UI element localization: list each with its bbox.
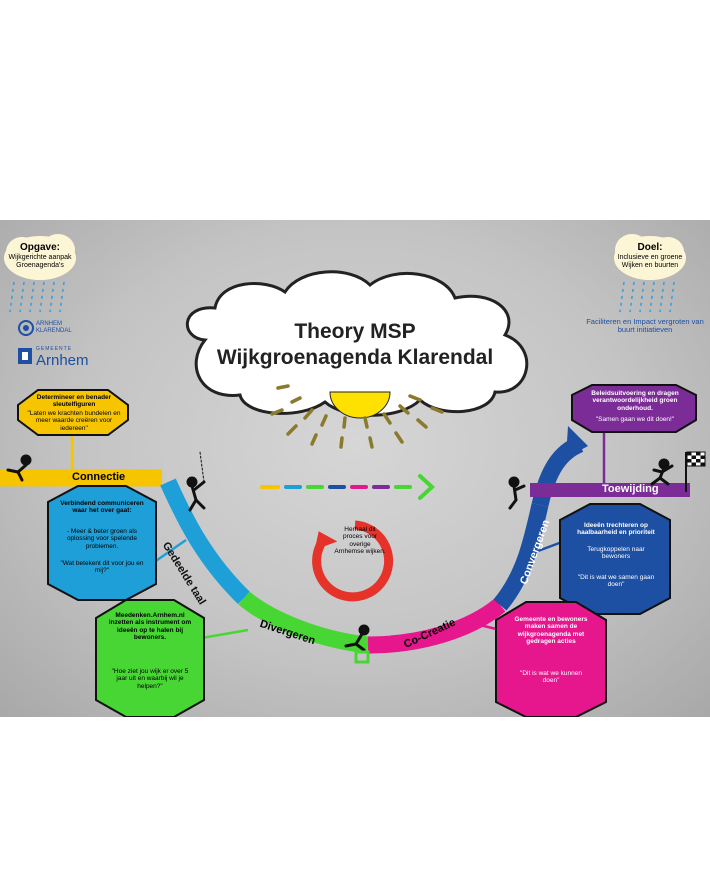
stage-toewijding: Toewijding — [602, 483, 659, 495]
opgave-heading: Opgave: — [19, 242, 60, 253]
gemeente-arnhem-text: Arnhem — [36, 352, 89, 369]
stage-connectie: Connectie — [72, 471, 126, 483]
left-cloud-icon — [4, 234, 76, 313]
title-cloud-icon — [186, 270, 529, 417]
doel-heading: Doel: — [637, 242, 663, 253]
purple-bubble-title: Beleidsuitvoering en dragen verantwoorde… — [591, 390, 679, 412]
title-line-2: Wijkgroenagenda Klarendal — [216, 346, 494, 369]
doel-text: Inclusieve en groene Wijken en buurten — [617, 254, 683, 269]
winner-icon — [650, 458, 674, 486]
arnhem-logo-icon — [18, 348, 32, 364]
finish-flag-icon — [685, 451, 706, 492]
gemeente-small-text: GEMEENTE — [36, 346, 73, 352]
navy-bubble-text: Terugkoppelen naar bewoners — [587, 546, 645, 561]
blue-bubble-shape — [47, 485, 157, 601]
navy-bubble-quote: "Dit is wat we samen gaan doen" — [577, 574, 655, 589]
herhaal-text: Herhaal dit proces voor overige Arnhemse… — [334, 526, 386, 555]
climber-right-icon — [508, 476, 526, 510]
navy-bubble-title: Ideeën trechteren op haalbaarheid en pri… — [577, 522, 655, 537]
yellow-bubble-quote: "Laten we krachten bundelen en meer waar… — [27, 410, 121, 432]
blue-bubble-quote: "Wat betekent dit voor jou en mij?" — [60, 560, 144, 575]
magenta-bubble-shape — [495, 601, 607, 717]
right-cloud-icon — [614, 234, 686, 313]
klarendal-logo-text: ARNHEM KLARENDAL — [36, 321, 72, 334]
progress-arrow-icon — [260, 474, 435, 500]
hurdler-icon — [344, 624, 370, 664]
title-line-1: Theory MSP — [294, 320, 416, 343]
up-arrow-icon — [566, 426, 588, 458]
sun-icon — [270, 384, 444, 449]
green-bubble-title: Meedenken.Arnhem.nl inzetten als instrum… — [108, 612, 192, 641]
purple-bubble-quote: "Samen gaan we dit doen!" — [595, 416, 675, 423]
magenta-bubble-title: Gemeente en bewoners maken samen de wijk… — [514, 616, 588, 645]
repeat-cycle-icon — [312, 520, 394, 602]
magenta-bubble-quote: "Dit is wat we kunnen doen" — [520, 670, 582, 685]
climber-left-icon — [186, 451, 206, 512]
klarendal-logo-icon — [18, 320, 34, 336]
doel-subtext: Faciliteren en Impact vergroten van buur… — [586, 317, 704, 335]
green-bubble-shape — [95, 599, 205, 717]
yellow-bubble-title: Determineer en benader sleutelfiguren — [36, 394, 112, 409]
blue-bubble-text: - Meer & beter groen als oplossing voor … — [66, 528, 138, 550]
yellow-bubble-shape — [17, 389, 129, 436]
msp-diagram-board: Opgave: Wijkgerichte aanpak Groenagenda'… — [0, 220, 710, 717]
purple-bubble-shape — [571, 384, 697, 433]
process-path — [0, 436, 690, 654]
opgave-text: Wijkgerichte aanpak Groenagenda's — [8, 254, 72, 269]
runner-start-icon — [6, 454, 32, 482]
blue-bubble-title: Verbindend communiceren waar het over ga… — [60, 500, 144, 515]
diagram-graphics — [0, 234, 706, 717]
green-bubble-quote: "Hoe ziet jou wijk er over 5 jaar uit en… — [111, 668, 189, 690]
